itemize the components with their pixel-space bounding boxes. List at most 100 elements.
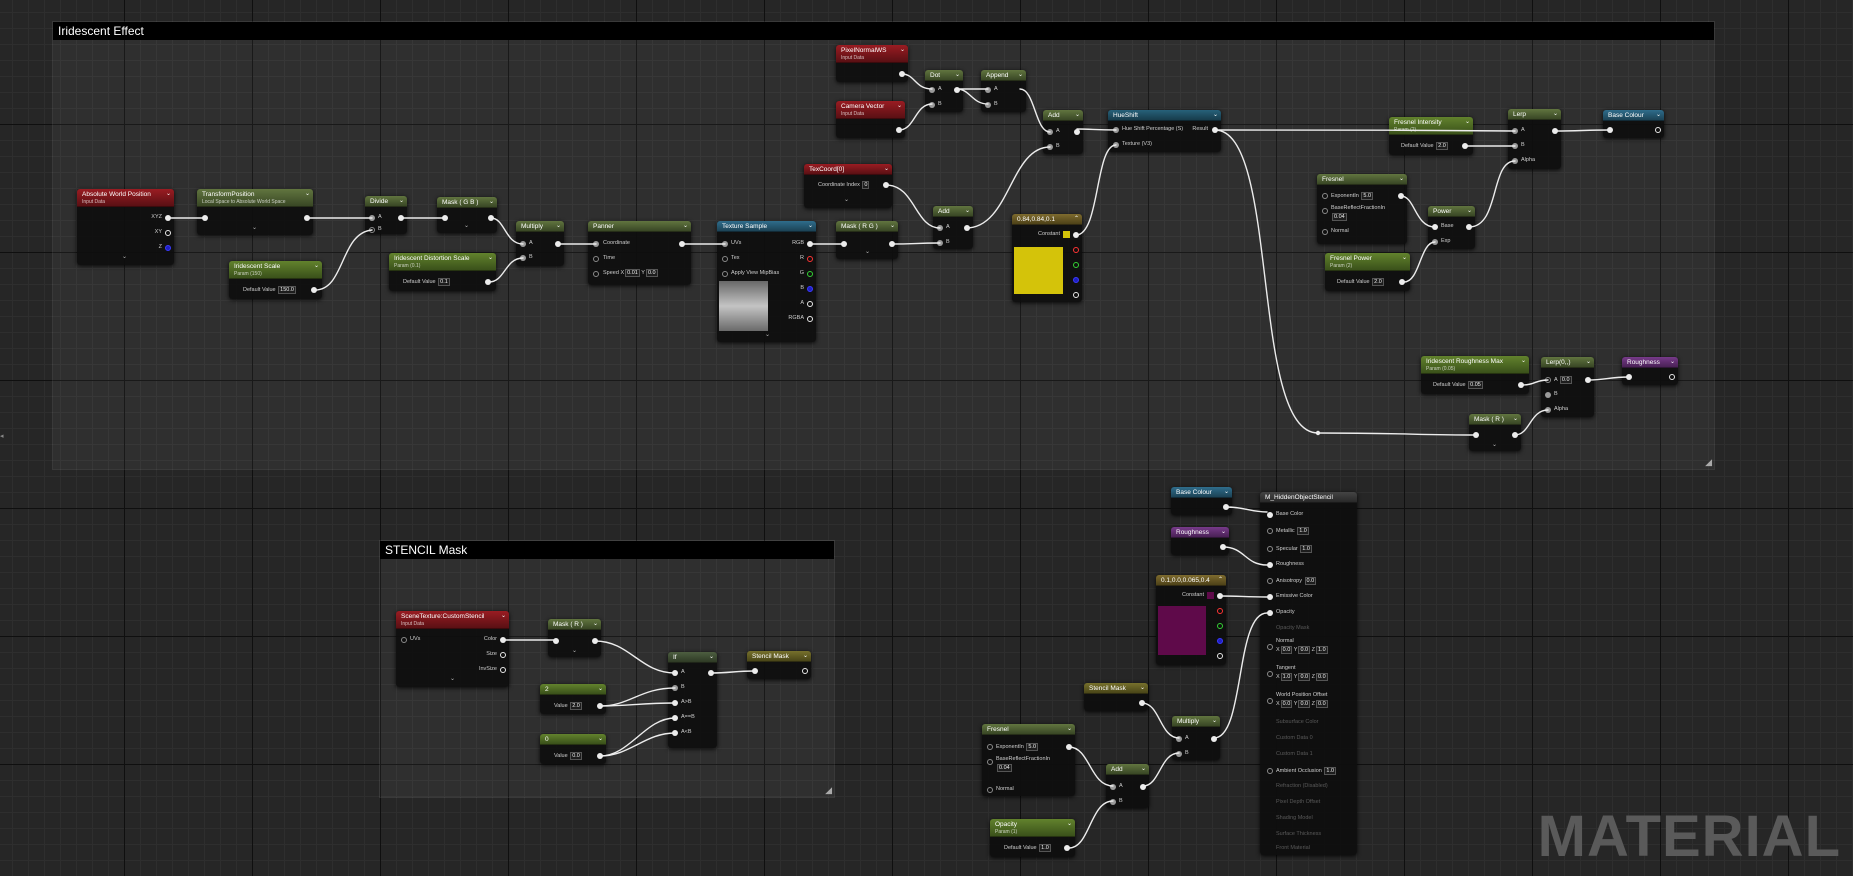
- input-pin[interactable]: [1110, 799, 1116, 805]
- input-pin[interactable]: [929, 87, 935, 93]
- input-pin[interactable]: [1512, 158, 1518, 164]
- output-pin[interactable]: [165, 215, 171, 221]
- lerp-a-field[interactable]: 0.0: [1559, 376, 1572, 384]
- chevron-down-icon[interactable]: ⌄: [883, 166, 889, 172]
- output-pin[interactable]: [1217, 608, 1223, 614]
- chevron-down-icon[interactable]: ⌄: [597, 686, 603, 692]
- output-pin[interactable]: [311, 287, 317, 293]
- output-pin[interactable]: [807, 241, 813, 247]
- node-hueshift[interactable]: HueShift⌄ Hue Shift Percentage (S) Textu…: [1108, 110, 1221, 152]
- output-pin[interactable]: [1073, 247, 1079, 253]
- default-value-field[interactable]: 1.0: [1039, 844, 1051, 852]
- node-base-colour-output[interactable]: Base Colour⌄: [1603, 110, 1664, 138]
- output-pin[interactable]: [500, 637, 506, 643]
- input-pin[interactable]: [202, 215, 208, 221]
- input-pin[interactable]: [553, 638, 559, 644]
- input-pin[interactable]: [987, 759, 993, 765]
- node-mask-gb[interactable]: Mask ( G B )⌄ ⌄: [437, 197, 497, 233]
- output-pin[interactable]: [1212, 127, 1218, 133]
- value-field[interactable]: 2.0: [570, 702, 582, 710]
- chevron-down-icon[interactable]: ⌄: [487, 255, 493, 261]
- input-pin[interactable]: [1176, 736, 1182, 742]
- input-pin[interactable]: [520, 255, 526, 261]
- normal-z-field[interactable]: 1.0: [1316, 646, 1328, 654]
- input-pin[interactable]: [1267, 562, 1273, 568]
- default-value-field[interactable]: 2.0: [1372, 278, 1384, 286]
- output-pin[interactable]: [954, 87, 960, 93]
- chevron-down-icon[interactable]: ⌄: [1223, 489, 1229, 495]
- node-material-result[interactable]: M_HiddenObjectStencil Base Color Metalli…: [1260, 492, 1357, 855]
- output-pin[interactable]: [807, 301, 813, 307]
- input-pin[interactable]: [1110, 784, 1116, 790]
- input-pin[interactable]: [1432, 239, 1438, 245]
- node-add[interactable]: Add⌄ A B: [933, 206, 973, 249]
- output-pin[interactable]: [1073, 262, 1079, 268]
- output-pin[interactable]: [807, 256, 813, 262]
- tangent-x-field[interactable]: 1.0: [1280, 673, 1293, 681]
- metallic-field[interactable]: 1.0: [1297, 527, 1309, 535]
- input-pin[interactable]: [1267, 528, 1273, 534]
- input-pin[interactable]: [1512, 128, 1518, 134]
- output-pin[interactable]: [1073, 277, 1079, 283]
- expand-chevron-icon[interactable]: ⌄: [122, 254, 128, 260]
- input-pin[interactable]: [1432, 224, 1438, 230]
- chevron-down-icon[interactable]: ⌄: [1464, 119, 1470, 125]
- chevron-down-icon[interactable]: ⌄: [1398, 176, 1404, 182]
- node-power[interactable]: Power⌄ Base Exp: [1428, 206, 1475, 249]
- input-pin[interactable]: [672, 730, 678, 736]
- input-pin[interactable]: [985, 87, 991, 93]
- speed-y-value[interactable]: 0.0: [645, 269, 658, 277]
- chevron-down-icon[interactable]: ⌄: [1585, 359, 1591, 365]
- chevron-down-icon[interactable]: ⌄: [964, 208, 970, 214]
- output-pin[interactable]: [1066, 744, 1072, 750]
- exponent-field[interactable]: 5.0: [1026, 743, 1039, 751]
- input-pin[interactable]: [672, 670, 678, 676]
- input-pin[interactable]: [1047, 129, 1053, 135]
- output-pin[interactable]: [1217, 653, 1223, 659]
- input-pin[interactable]: [1267, 512, 1273, 518]
- node-texcoord[interactable]: TexCoord[0]⌄ Coordinate Index 0 ⌄: [804, 164, 892, 208]
- input-pin[interactable]: [1113, 127, 1119, 133]
- node-roughness-input[interactable]: Roughness⌄: [1171, 527, 1229, 555]
- output-pin[interactable]: [1140, 784, 1146, 790]
- chevron-down-icon[interactable]: ⌄: [889, 223, 895, 229]
- node-multiply-2[interactable]: Multiply⌄ A B: [1172, 716, 1220, 760]
- node-mask-rg[interactable]: Mask ( R G )⌄ ⌄: [836, 221, 898, 259]
- output-pin[interactable]: [304, 215, 310, 221]
- input-pin[interactable]: [1473, 432, 1479, 438]
- wpo-z-field[interactable]: 0.0: [1316, 700, 1328, 708]
- output-pin[interactable]: [1552, 128, 1558, 134]
- output-pin[interactable]: [597, 703, 603, 709]
- input-pin[interactable]: [401, 637, 407, 643]
- node-stencil-mask-input[interactable]: Stencil Mask⌄: [1084, 683, 1148, 711]
- input-pin[interactable]: [1545, 377, 1551, 383]
- value-field[interactable]: 0.0: [570, 752, 582, 760]
- chevron-down-icon[interactable]: ⌄: [802, 653, 808, 659]
- chevron-down-icon[interactable]: ⌄: [1220, 529, 1226, 535]
- chevron-down-icon[interactable]: ⌄: [1212, 112, 1218, 118]
- input-pin[interactable]: [442, 215, 448, 221]
- input-pin[interactable]: [722, 256, 728, 262]
- output-pin[interactable]: [1223, 504, 1229, 510]
- chevron-down-icon[interactable]: ⌄: [1655, 112, 1661, 118]
- base-reflect-field[interactable]: 0.04: [997, 764, 1012, 772]
- node-constant-purple[interactable]: 0.1,0.0,0.065,0.4⌃ Constant: [1156, 575, 1226, 665]
- input-pin[interactable]: [593, 271, 599, 277]
- tangent-z-field[interactable]: 0.0: [1316, 673, 1328, 681]
- node-add[interactable]: Add⌄ A B: [1043, 110, 1083, 154]
- output-pin[interactable]: [883, 182, 889, 188]
- input-pin[interactable]: [722, 241, 728, 247]
- speed-x-value[interactable]: 0.01: [625, 269, 640, 277]
- output-pin[interactable]: [1073, 292, 1079, 298]
- coord-index-value[interactable]: 0: [862, 181, 870, 189]
- exponent-field[interactable]: 5.0: [1361, 192, 1374, 200]
- chevron-down-icon[interactable]: ⌄: [1017, 72, 1023, 78]
- resize-handle-icon[interactable]: ◢: [825, 785, 832, 795]
- input-pin[interactable]: [672, 715, 678, 721]
